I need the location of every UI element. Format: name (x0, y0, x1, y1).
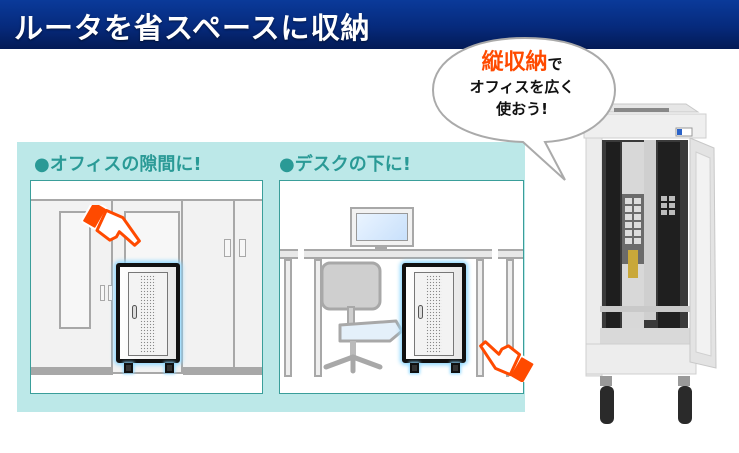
bubble-line-3: 使おう! (496, 100, 548, 118)
monitor-illustration (350, 207, 414, 247)
speech-bubble: 縦収納で オフィスを広く 使おう! (432, 38, 612, 138)
page-title: ルータを省スペースに収納 (14, 11, 371, 45)
bubble-accent-text: 縦収納 (481, 50, 548, 75)
desk-gap (492, 249, 498, 259)
rack-caster (124, 363, 133, 373)
desk-top (280, 249, 523, 259)
scene-office-gap-illustration (30, 180, 263, 394)
desk-leg (284, 259, 292, 377)
rack-caster (410, 363, 419, 373)
scene-label-office-gap: ●オフィスの隙間に! (34, 154, 202, 175)
product-rack-photo (578, 100, 728, 450)
router-rack-illustration (116, 263, 180, 363)
bubble-line-2: オフィスを広く (469, 78, 575, 96)
header-banner: ルータを省スペースに収納 (0, 0, 739, 49)
cabinet-handle (239, 239, 246, 257)
monitor-screen (356, 213, 408, 241)
cabinet-handle (100, 285, 105, 301)
desk-leg (476, 259, 484, 377)
desk-gap (298, 249, 304, 259)
bubble-accent-suffix: で (547, 55, 563, 73)
scene-under-desk-illustration (279, 180, 524, 394)
cabinet-handle (224, 239, 231, 257)
desk-leg (314, 259, 322, 377)
rack-caster (165, 363, 174, 373)
cabinet-glass-panel (59, 211, 91, 329)
usage-scenes-panel: ●オフィスの隙間に! ●デスクの下に! (17, 142, 536, 412)
pointing-hand-icon (81, 205, 141, 247)
pointing-hand-icon (479, 340, 536, 382)
cabinet-door-divider (233, 199, 235, 369)
cabinet-base (31, 367, 113, 375)
office-chair-illustration (320, 261, 404, 374)
cabinet-base (183, 367, 262, 375)
rack-handle (418, 305, 423, 319)
rack-caster (451, 363, 460, 373)
rack-perforation (140, 275, 156, 353)
scene-label-under-desk: ●デスクの下に! (279, 154, 411, 175)
cabinet-handle (108, 285, 113, 301)
router-rack-illustration (402, 263, 466, 363)
speech-bubble-shape (431, 36, 617, 181)
rack-door (414, 272, 454, 356)
rack-handle (132, 305, 137, 319)
rack-perforation (426, 275, 442, 353)
router-rack-product-image (583, 103, 717, 424)
office-cabinet-right (181, 199, 262, 374)
bubble-line-1: 縦収納で (432, 44, 612, 76)
rack-door (128, 272, 168, 356)
